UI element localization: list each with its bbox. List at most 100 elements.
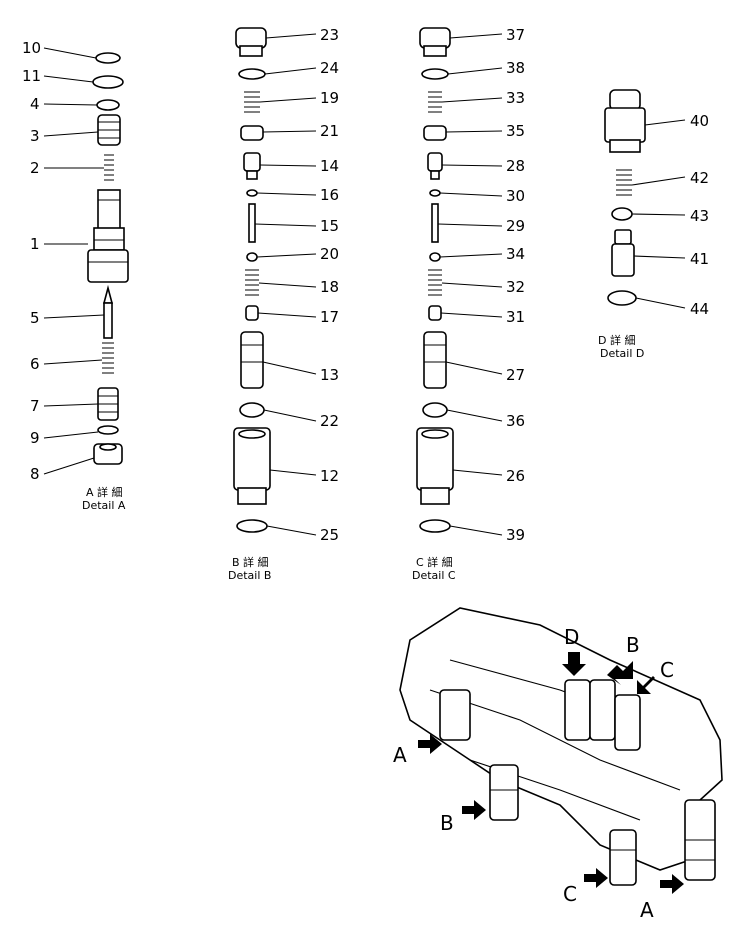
arrow-d-icon — [562, 652, 586, 676]
label-7: 7 — [30, 397, 40, 415]
label-44: 44 — [690, 300, 709, 318]
part-a-1-valve-body — [87, 189, 129, 283]
callout-a1: A — [393, 743, 407, 767]
part-a-4-washer — [96, 99, 120, 111]
part-b-15-stem — [248, 203, 256, 243]
valve-assembly: D B C A B C A — [393, 607, 723, 922]
label-11: 11 — [22, 67, 41, 85]
label-41: 41 — [690, 250, 709, 268]
part-b-25-oring — [236, 519, 268, 533]
part-b-24-oring — [238, 68, 266, 80]
part-c-35-seat — [423, 125, 447, 141]
detail-c: 37 38 33 35 28 30 29 34 32 31 27 36 26 3… — [412, 26, 525, 582]
detail-b: 23 24 19 21 14 16 15 20 18 17 13 22 12 2… — [228, 26, 339, 582]
label-36: 36 — [506, 412, 525, 430]
part-c-29-stem — [431, 203, 439, 243]
caption-jp-d: D 詳 細 — [598, 333, 635, 347]
callout-b1: B — [626, 633, 640, 657]
label-34: 34 — [506, 245, 525, 263]
label-13: 13 — [320, 366, 339, 384]
label-30: 30 — [506, 187, 525, 205]
part-b-21-seat — [240, 125, 264, 141]
valve-block — [399, 607, 723, 871]
part-c-30-ring — [429, 189, 441, 197]
label-6: 6 — [30, 355, 40, 373]
part-a-11-oring — [92, 75, 124, 89]
label-37: 37 — [506, 26, 525, 44]
label-28: 28 — [506, 157, 525, 175]
part-b-17-plug — [245, 305, 259, 321]
part-a-5-pin — [102, 284, 114, 339]
assembly-cylinder-c2 — [609, 829, 637, 886]
part-a-6-spring — [102, 342, 114, 374]
label-32: 32 — [506, 278, 525, 296]
part-c-37-plug — [419, 27, 451, 57]
label-33: 33 — [506, 89, 525, 107]
caption-en-c: Detail C — [412, 569, 456, 582]
part-a-8-nut — [93, 443, 123, 465]
label-3: 3 — [30, 127, 40, 145]
label-2: 2 — [30, 159, 40, 177]
part-b-14-poppet — [243, 152, 261, 180]
part-c-34-ball — [429, 252, 441, 262]
part-b-18-spring — [245, 269, 259, 296]
label-26: 26 — [506, 467, 525, 485]
part-c-28-poppet — [427, 152, 443, 180]
part-c-31-plug — [428, 305, 442, 321]
part-c-26-case — [416, 427, 454, 505]
callout-c2: C — [563, 882, 577, 906]
label-14: 14 — [320, 157, 339, 175]
part-a-2-spring — [104, 154, 114, 181]
label-22: 22 — [320, 412, 339, 430]
assembly-cylinder-a1 — [439, 689, 471, 741]
assembly-cylinder-d — [564, 679, 591, 741]
caption-jp-c: C 詳 細 — [416, 555, 453, 569]
label-21: 21 — [320, 122, 339, 140]
part-c-33-spring — [428, 91, 442, 113]
callout-c1: C — [660, 658, 674, 682]
part-b-20-ball — [246, 252, 258, 262]
callout-a2: A — [640, 898, 654, 922]
label-19: 19 — [320, 89, 339, 107]
part-d-41-spool — [611, 229, 635, 277]
arrow-a1-icon — [418, 734, 442, 754]
arrow-a2-icon — [660, 874, 684, 894]
caption-en-d: Detail D — [600, 347, 644, 360]
label-27: 27 — [506, 366, 525, 384]
label-1: 1 — [30, 235, 40, 253]
part-c-39-oring — [419, 519, 451, 533]
caption-en-a: Detail A — [82, 499, 126, 512]
label-23: 23 — [320, 26, 339, 44]
label-42: 42 — [690, 169, 709, 187]
part-c-36-ring — [422, 402, 448, 418]
label-25: 25 — [320, 526, 339, 544]
label-15: 15 — [320, 217, 339, 235]
label-20: 20 — [320, 245, 339, 263]
label-43: 43 — [690, 207, 709, 225]
label-31: 31 — [506, 308, 525, 326]
label-16: 16 — [320, 186, 339, 204]
caption-jp-b: B 詳 細 — [232, 555, 269, 569]
label-40: 40 — [690, 112, 709, 130]
label-5: 5 — [30, 309, 40, 327]
assembly-cylinder-c1 — [614, 694, 641, 751]
caption-en-b: Detail B — [228, 569, 271, 582]
part-b-12-case — [233, 427, 271, 505]
part-b-22-ring — [239, 402, 265, 418]
label-9: 9 — [30, 429, 40, 447]
arrow-b-icon — [607, 661, 633, 685]
label-39: 39 — [506, 526, 525, 544]
detail-d: 40 42 43 41 44 D 詳 細 Detail D — [598, 89, 709, 360]
part-c-38-oring — [421, 68, 449, 80]
part-b-13-piston — [240, 331, 264, 389]
assembly-cylinder-b1 — [589, 679, 616, 741]
assembly-cylinder-b2 — [489, 764, 519, 821]
label-38: 38 — [506, 59, 525, 77]
part-d-43-seat — [611, 207, 633, 221]
label-29: 29 — [506, 217, 525, 235]
label-4: 4 — [30, 95, 40, 113]
part-d-44-oring — [607, 290, 637, 306]
callout-b2: B — [440, 811, 454, 835]
arrow-c-icon — [637, 676, 655, 694]
